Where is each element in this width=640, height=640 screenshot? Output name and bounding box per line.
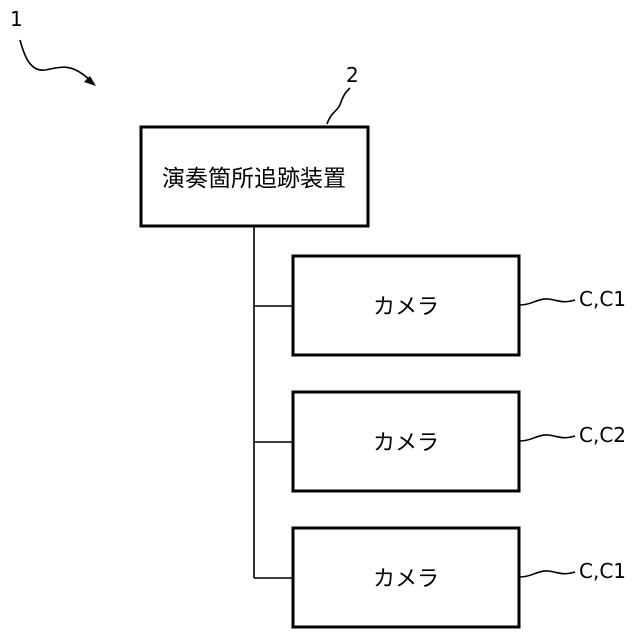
device-ref-leader <box>327 88 350 124</box>
system-ref-label: 1 <box>10 7 23 31</box>
camera-ref-leader-1 <box>520 299 575 305</box>
device-label: 演奏箇所追跡装置 <box>162 166 346 192</box>
camera-ref-leader-3 <box>520 571 575 577</box>
system-ref-arrow-line <box>20 40 93 83</box>
camera-label-2: カメラ <box>373 431 439 456</box>
camera-ref-label-1: C,C1 <box>579 287 626 311</box>
camera-label-1: カメラ <box>373 295 439 320</box>
camera-ref-label-2: C,C2 <box>579 423 626 447</box>
camera-ref-leader-2 <box>520 435 575 441</box>
device-ref-label: 2 <box>346 63 359 87</box>
camera-label-3: カメラ <box>373 567 439 592</box>
camera-ref-label-3: C,C1 <box>579 559 626 583</box>
